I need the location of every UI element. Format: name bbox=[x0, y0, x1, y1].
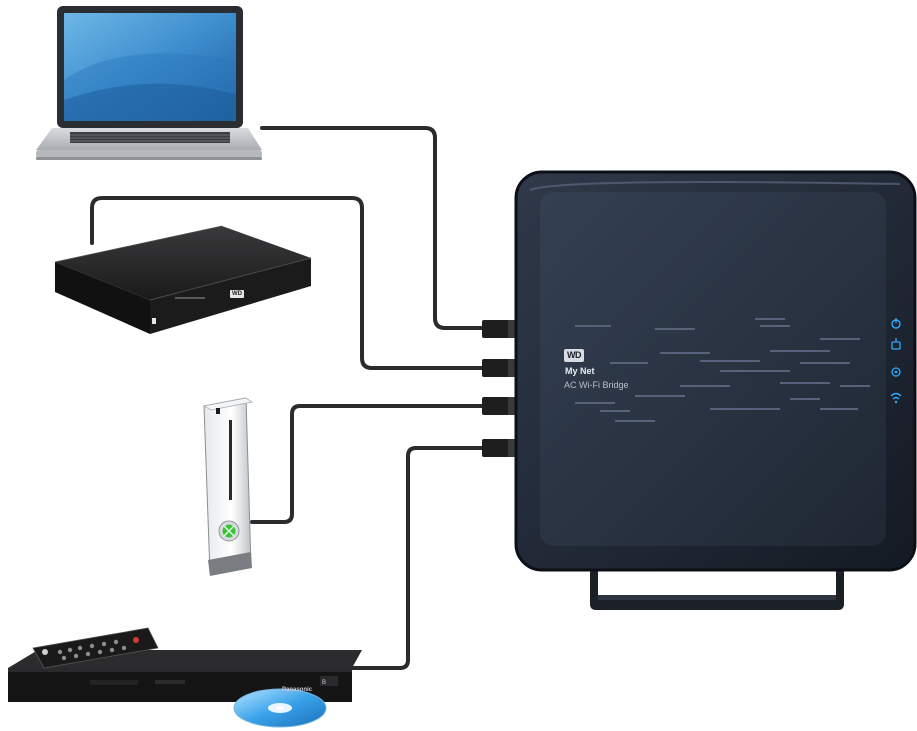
svg-text:B: B bbox=[322, 680, 326, 686]
cable-laptop bbox=[262, 128, 486, 328]
laptop bbox=[36, 6, 262, 160]
bridge-product-model: AC Wi-Fi Bridge bbox=[564, 380, 629, 390]
bridge-wd-logo: WD bbox=[564, 349, 584, 362]
cable-plugs bbox=[482, 320, 518, 457]
bridge-product-name: My Net bbox=[565, 366, 595, 376]
cable-console bbox=[252, 406, 486, 522]
bridge-stand bbox=[590, 565, 844, 610]
media-player-logo: WD bbox=[230, 290, 244, 298]
bluray-brand-label: Panasonic bbox=[282, 687, 312, 693]
game-console bbox=[204, 398, 252, 576]
cable-bluray bbox=[352, 448, 486, 668]
cables bbox=[92, 128, 486, 668]
disc bbox=[234, 689, 326, 727]
console-disc-slot bbox=[229, 420, 232, 500]
wifi-bridge bbox=[516, 172, 915, 610]
